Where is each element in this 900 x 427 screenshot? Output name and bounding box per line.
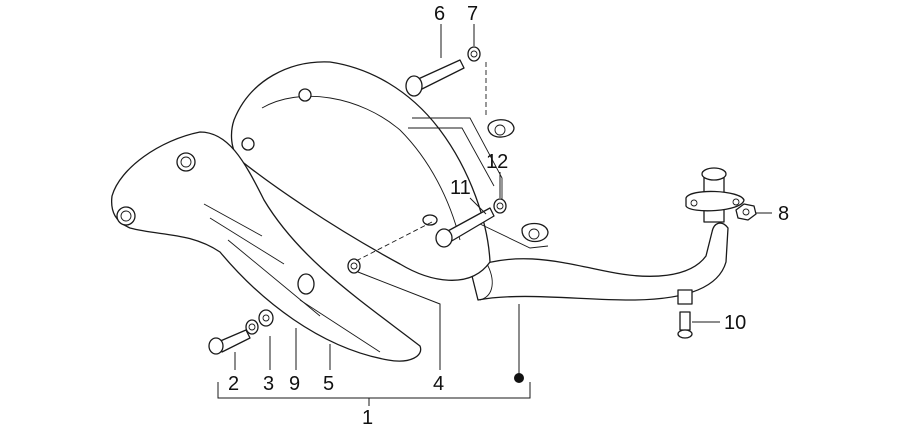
assembly-dot: [514, 373, 524, 383]
callout-10: 10: [724, 312, 746, 334]
callout-labels: 6 7 12 11 8 10 2 3 9 5 4 1: [228, 3, 789, 427]
callout-5: 5: [323, 373, 334, 395]
callout-4: 4: [433, 373, 444, 395]
heat-shield: [110, 131, 422, 362]
washer-7: [467, 46, 481, 62]
callout-7: 7: [467, 3, 478, 25]
nut-8: [735, 203, 757, 221]
bolt-6: [405, 59, 465, 97]
exhaust-pipe: [469, 167, 745, 305]
bolt-11: [435, 207, 495, 248]
callout-3: 3: [263, 373, 274, 395]
leader-lines: [217, 24, 772, 406]
bolt-10: [677, 311, 693, 339]
callout-2: 2: [228, 373, 239, 395]
callout-8: 8: [778, 203, 789, 225]
callout-12: 12: [486, 151, 508, 173]
callout-6: 6: [434, 3, 445, 25]
callout-9: 9: [289, 373, 300, 395]
washer-9: [258, 309, 274, 327]
assembly-axes: [353, 62, 487, 263]
callout-1: 1: [362, 407, 373, 427]
silencer-body: [230, 61, 549, 281]
bolt-2: [208, 329, 251, 355]
washer-4: [347, 258, 361, 274]
callout-11: 11: [450, 177, 471, 199]
washer-12: [493, 198, 507, 214]
washer-3: [245, 319, 259, 335]
